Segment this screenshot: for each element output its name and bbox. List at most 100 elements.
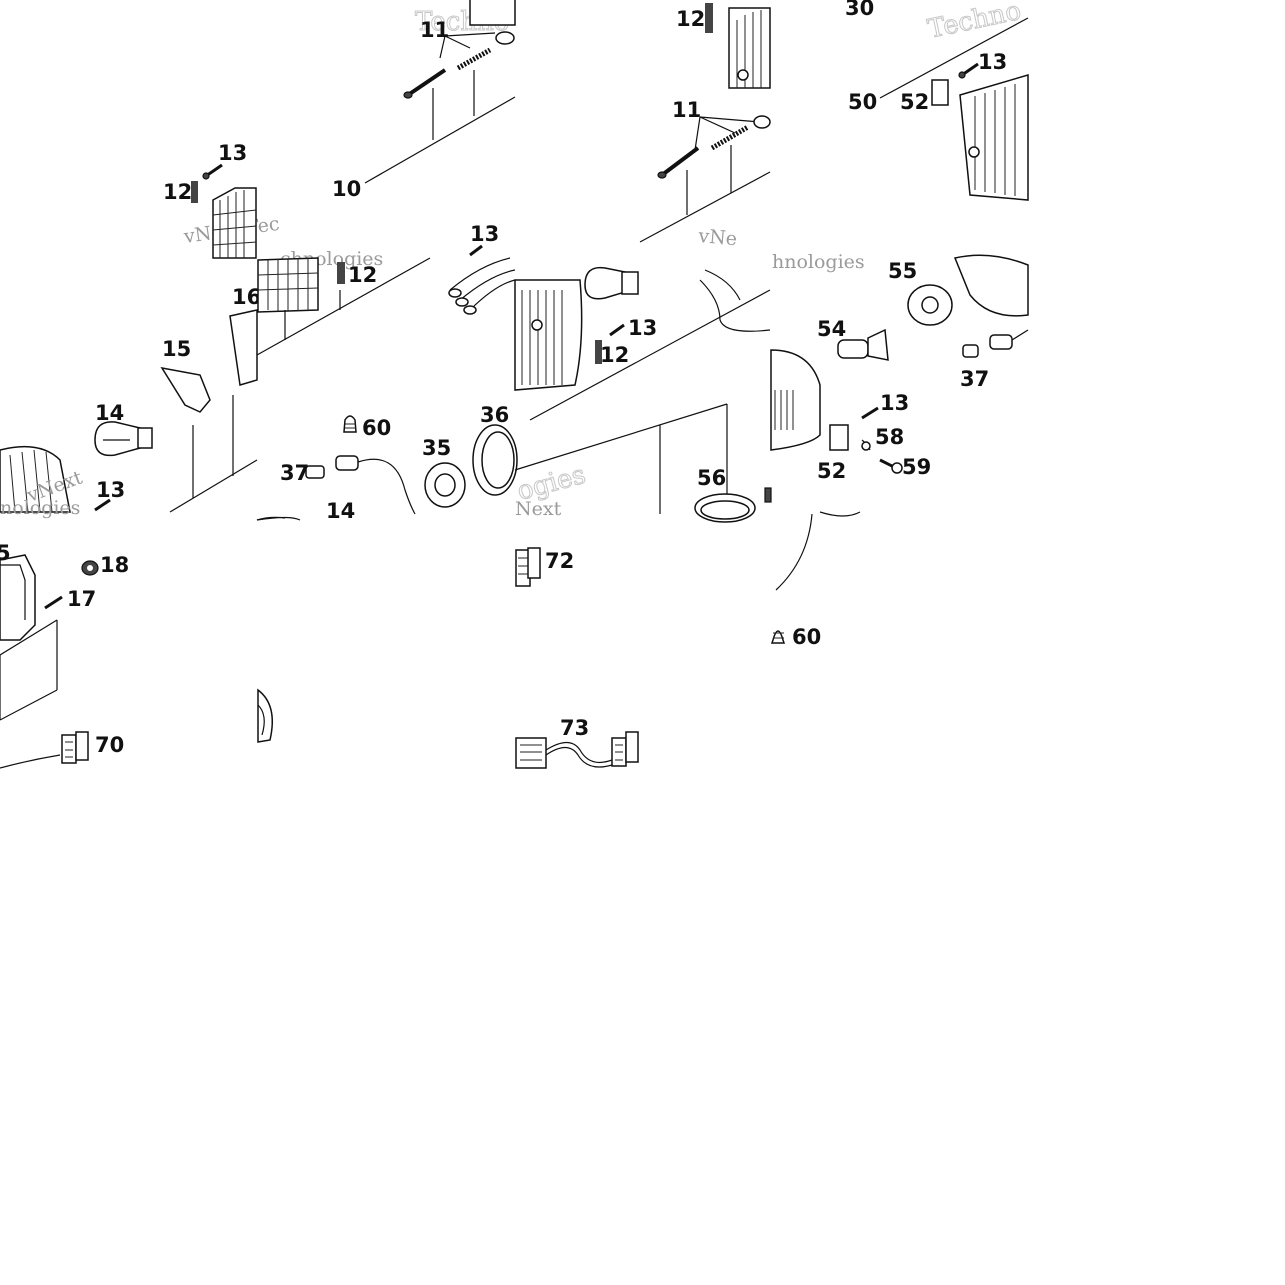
callout: 11 bbox=[672, 98, 701, 122]
nut-strip bbox=[705, 3, 713, 33]
lamp-screw bbox=[202, 163, 223, 180]
callout: 12 bbox=[676, 7, 705, 31]
lamp-holder bbox=[424, 462, 466, 508]
nut-strip bbox=[337, 262, 345, 284]
watermark: vNe bbox=[697, 225, 738, 250]
grommet bbox=[770, 630, 786, 644]
tile-1: vNe 12 11 bbox=[639, 3, 771, 250]
lamp-lens bbox=[959, 73, 1029, 201]
tile-5: chnologies bbox=[256, 222, 518, 523]
socket-wire bbox=[335, 455, 416, 515]
callout: 59 bbox=[902, 455, 931, 479]
callout: 37 bbox=[280, 461, 309, 485]
screw bbox=[958, 62, 979, 79]
callout: 18 bbox=[100, 553, 129, 577]
bolt bbox=[879, 458, 903, 474]
watermark: hnologies bbox=[772, 251, 865, 273]
nut-strip bbox=[191, 181, 198, 203]
screw bbox=[403, 68, 447, 99]
tile-10: 72 73 bbox=[515, 547, 639, 769]
bulb bbox=[94, 421, 153, 457]
screw bbox=[609, 323, 625, 337]
tile-11: 60 bbox=[770, 513, 821, 649]
callout: 72 bbox=[545, 549, 574, 573]
callout: 13 bbox=[978, 50, 1007, 74]
callout: 11 bbox=[420, 18, 449, 42]
connector bbox=[0, 731, 89, 769]
halogen-bulb bbox=[837, 328, 889, 361]
callout: 12 bbox=[600, 343, 629, 367]
nut bbox=[495, 31, 515, 45]
screw bbox=[94, 498, 111, 512]
connector bbox=[515, 547, 541, 587]
callout: 52 bbox=[817, 459, 846, 483]
lamp-housing bbox=[469, 0, 516, 26]
bracket bbox=[931, 79, 949, 106]
nut bbox=[753, 115, 771, 129]
watermark: Techno bbox=[925, 0, 1024, 45]
callout: 13 bbox=[628, 316, 657, 340]
callout: 10 bbox=[332, 177, 361, 201]
callout: 13 bbox=[470, 222, 499, 246]
reflector-ring bbox=[472, 424, 518, 496]
lamp-holder bbox=[907, 284, 953, 326]
headlamp-lens bbox=[0, 445, 71, 513]
callout: 73 bbox=[560, 716, 589, 740]
tile-6: ogies Next 13 12 56 bbox=[514, 266, 772, 523]
callout: 50 bbox=[848, 90, 877, 114]
bracket bbox=[229, 309, 258, 386]
washer bbox=[861, 441, 871, 451]
watermark: Next bbox=[515, 498, 562, 520]
wire-harness-connector bbox=[515, 731, 639, 769]
callout: 12 bbox=[163, 180, 192, 204]
screw bbox=[44, 595, 63, 610]
lamp-ring bbox=[257, 688, 273, 743]
callout: 70 bbox=[95, 733, 124, 757]
callout: 14 bbox=[95, 401, 124, 425]
callout: 56 bbox=[697, 466, 726, 490]
watermark: nologies bbox=[0, 497, 80, 519]
callout: 52 bbox=[900, 90, 929, 114]
bracket bbox=[829, 424, 849, 451]
callout: 13 bbox=[218, 141, 247, 165]
callout: 12 bbox=[348, 263, 377, 287]
callout: 37 bbox=[960, 367, 989, 391]
screw bbox=[861, 406, 879, 420]
callout: 17 bbox=[67, 587, 96, 611]
bulb bbox=[305, 465, 325, 479]
screw bbox=[657, 146, 700, 179]
lamp-body bbox=[0, 554, 36, 641]
tile-7: hnologies 55 54 37 bbox=[770, 251, 1029, 517]
callout: 35 bbox=[422, 436, 451, 460]
callout: 15 bbox=[162, 337, 191, 361]
screw bbox=[469, 244, 483, 257]
callout: 30 bbox=[845, 0, 874, 20]
lamp-lens bbox=[212, 187, 257, 259]
callout: 13 bbox=[96, 478, 125, 502]
tile-0: Techno vNext Tec 11 10 13 12 bbox=[163, 0, 516, 259]
callout: 5 bbox=[0, 541, 11, 565]
grommet bbox=[81, 560, 99, 576]
callout: 54 bbox=[817, 317, 846, 341]
headlamp-lens bbox=[770, 349, 821, 451]
wire-harness bbox=[448, 257, 516, 315]
tile-8: 5 18 17 70 bbox=[0, 541, 129, 769]
callout: 55 bbox=[888, 259, 917, 283]
callout: 60 bbox=[362, 416, 391, 440]
callout: 13 bbox=[880, 391, 909, 415]
callout: 14 bbox=[326, 499, 355, 523]
lamp-bracket bbox=[160, 366, 211, 413]
bulb bbox=[584, 266, 639, 300]
tile-9 bbox=[256, 516, 286, 743]
tile-2: Techno 30 13 50 52 bbox=[845, 0, 1029, 201]
ring bbox=[694, 493, 756, 523]
callout: 36 bbox=[480, 403, 509, 427]
lamp-lens bbox=[514, 279, 583, 391]
spring bbox=[456, 47, 492, 71]
lamp-lens bbox=[728, 7, 771, 89]
callout: 60 bbox=[792, 625, 821, 649]
bulb bbox=[962, 329, 1029, 358]
callout: 58 bbox=[875, 425, 904, 449]
callout: 16 bbox=[232, 285, 261, 309]
